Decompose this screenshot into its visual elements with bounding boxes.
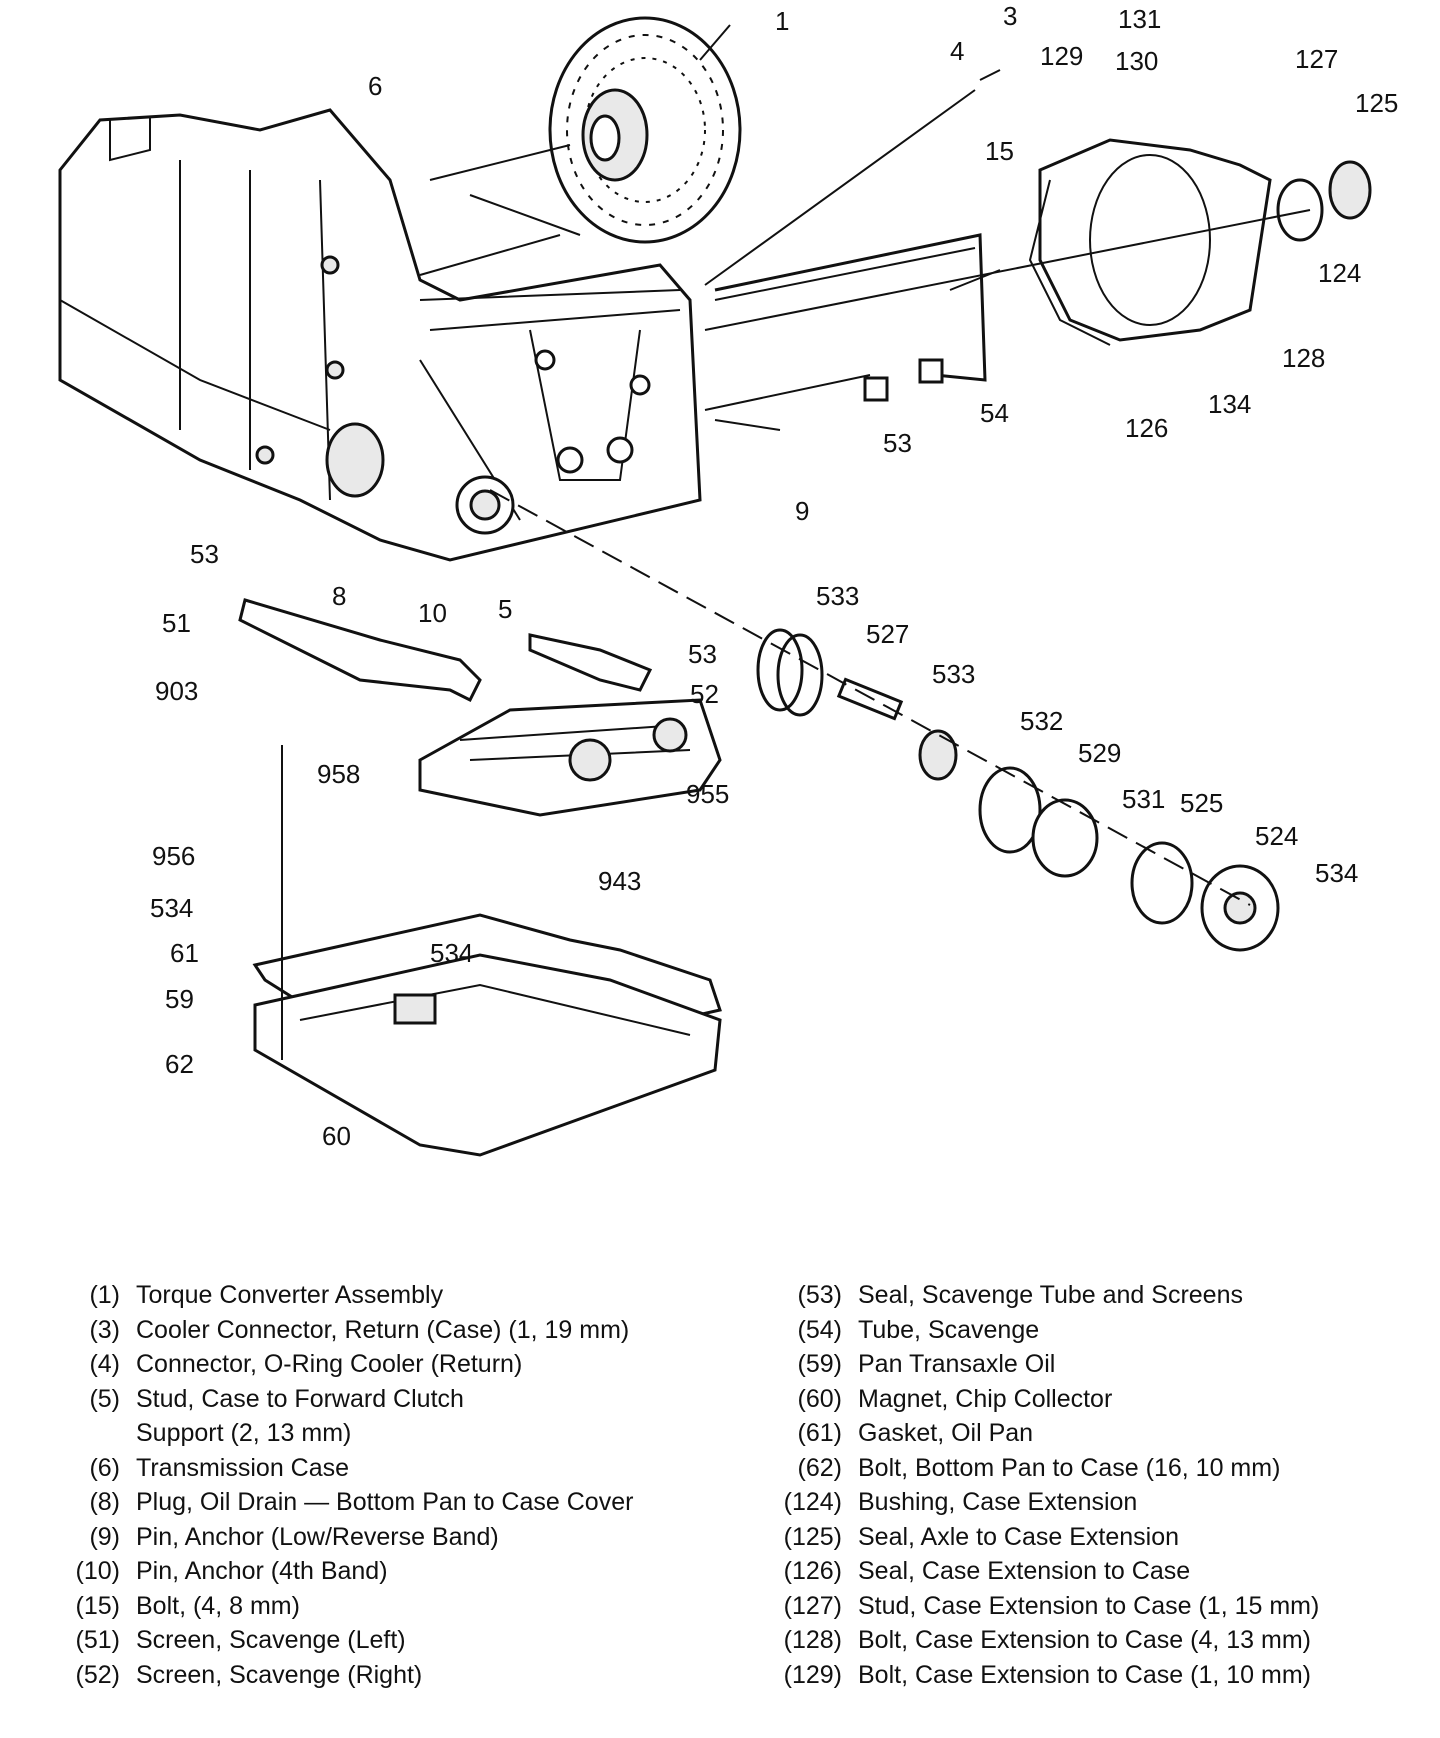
callout-label: 533: [932, 659, 975, 689]
legend-row: (54)Tube, Scavenge: [797, 1315, 1040, 1344]
legend-row: (60)Magnet, Chip Collector: [797, 1384, 1113, 1413]
legend-row: (1)Torque Converter Assembly: [89, 1281, 444, 1309]
torque-converter: [548, 16, 742, 244]
legend-row: (125)Seal, Axle to Case Extension: [783, 1522, 1180, 1551]
callout-label: 15: [985, 136, 1014, 166]
transmission-case: [58, 108, 702, 562]
legend-row: (6)Transmission Case: [89, 1453, 350, 1482]
callout-label: 9: [795, 496, 809, 526]
callout-label: 956: [152, 841, 195, 871]
callout-label: 60: [322, 1121, 351, 1151]
callout-label: 6: [368, 71, 382, 101]
callout-label: 54: [980, 398, 1009, 428]
legend-row: (53)Seal, Scavenge Tube and Screens: [797, 1281, 1243, 1309]
callout-label: 126: [1125, 413, 1168, 443]
callout-label: 532: [1020, 706, 1063, 736]
legend-row: (124)Bushing, Case Extension: [783, 1488, 1138, 1516]
callout-label: 127: [1295, 44, 1338, 74]
callout-label: 534: [150, 893, 193, 923]
legend-row: (129)Bolt, Case Extension to Case (1, 10…: [783, 1660, 1311, 1689]
legend-row: (62)Bolt, Bottom Pan to Case (16, 10 mm): [797, 1453, 1281, 1482]
legend-row: (52)Screen, Scavenge (Right): [75, 1660, 423, 1689]
callout-label: 527: [866, 619, 909, 649]
legend-row: (128)Bolt, Case Extension to Case (4, 13…: [783, 1626, 1311, 1654]
callout-label: 131: [1118, 4, 1161, 34]
callout-label: 531: [1122, 784, 1165, 814]
callout-label: 955: [686, 779, 729, 809]
callout-label: 61: [170, 938, 199, 968]
legend-row: (126)Seal, Case Extension to Case: [783, 1557, 1191, 1585]
legend-row: (9)Pin, Anchor (Low/Reverse Band): [89, 1522, 499, 1551]
callout-label: 1: [775, 6, 789, 36]
callout-label: 130: [1115, 46, 1158, 76]
scavenge-screens: [238, 598, 653, 703]
callout-label: 525: [1180, 788, 1223, 818]
callout-label: 5: [498, 594, 512, 624]
oil-pan: [253, 953, 722, 1157]
callout-label: 534: [430, 938, 473, 968]
callout-labels: 1 3 4 129 131 130 127 125 6 15 124 128 1…: [150, 1, 1398, 1151]
callout-label: 129: [1040, 41, 1083, 71]
legend-row: (127)Stud, Case Extension to Case (1, 15…: [783, 1591, 1320, 1620]
callout-label: 134: [1208, 389, 1251, 419]
leader-lines: [281, 24, 1311, 1060]
legend-row: (59)Pan Transaxle Oil: [797, 1350, 1056, 1378]
callout-label: 534: [1315, 858, 1358, 888]
callout-label: 51: [162, 608, 191, 638]
callout-label: 524: [1255, 821, 1298, 851]
callout-label: 529: [1078, 738, 1121, 768]
callout-label: 8: [332, 581, 346, 611]
case-extension: [1028, 138, 1372, 346]
callout-label: 53: [190, 539, 219, 569]
legend-row: (8)Plug, Oil Drain — Bottom Pan to Case …: [89, 1488, 634, 1516]
callout-label: 62: [165, 1049, 194, 1079]
callout-label: 59: [165, 984, 194, 1014]
callout-label: 124: [1318, 258, 1361, 288]
legend-row: (10)Pin, Anchor (4th Band): [75, 1557, 388, 1585]
legend-left: (1)Torque Converter Assembly (3)Cooler C…: [48, 1278, 688, 1692]
legend-row: (15)Bolt, (4, 8 mm): [75, 1591, 300, 1620]
callout-label: 533: [816, 581, 859, 611]
scavenge-tube: [714, 233, 987, 402]
callout-label: 4: [950, 36, 964, 66]
legend-right: (53)Seal, Scavenge Tube and Screens (54)…: [770, 1278, 1410, 1692]
legend-row: (51)Screen, Scavenge (Left): [75, 1626, 406, 1654]
callout-label: 128: [1282, 343, 1325, 373]
exploded-transmission-diagram: 1 3 4 129 131 130 127 125 6 15 124 128 1…: [58, 1, 1398, 1157]
callout-label: 125: [1355, 88, 1398, 118]
callout-label: 52: [690, 679, 719, 709]
callout-label: 3: [1003, 1, 1017, 31]
valve-body: [418, 698, 722, 817]
legend-row: (4)Connector, O-Ring Cooler (Return): [89, 1350, 523, 1378]
callout-label: 958: [317, 759, 360, 789]
legend-row: (61)Gasket, Oil Pan: [797, 1419, 1034, 1447]
callout-label: 53: [883, 428, 912, 458]
legend-row: (5)Stud, Case to Forward Clutch Support …: [89, 1384, 464, 1448]
callout-label: 53: [688, 639, 717, 669]
callout-label: 10: [418, 598, 447, 628]
callout-label: 903: [155, 676, 198, 706]
legend-row: (3)Cooler Connector, Return (Case) (1, 1…: [89, 1315, 630, 1344]
servo-parts: [756, 628, 1280, 952]
callout-label: 943: [598, 866, 641, 896]
